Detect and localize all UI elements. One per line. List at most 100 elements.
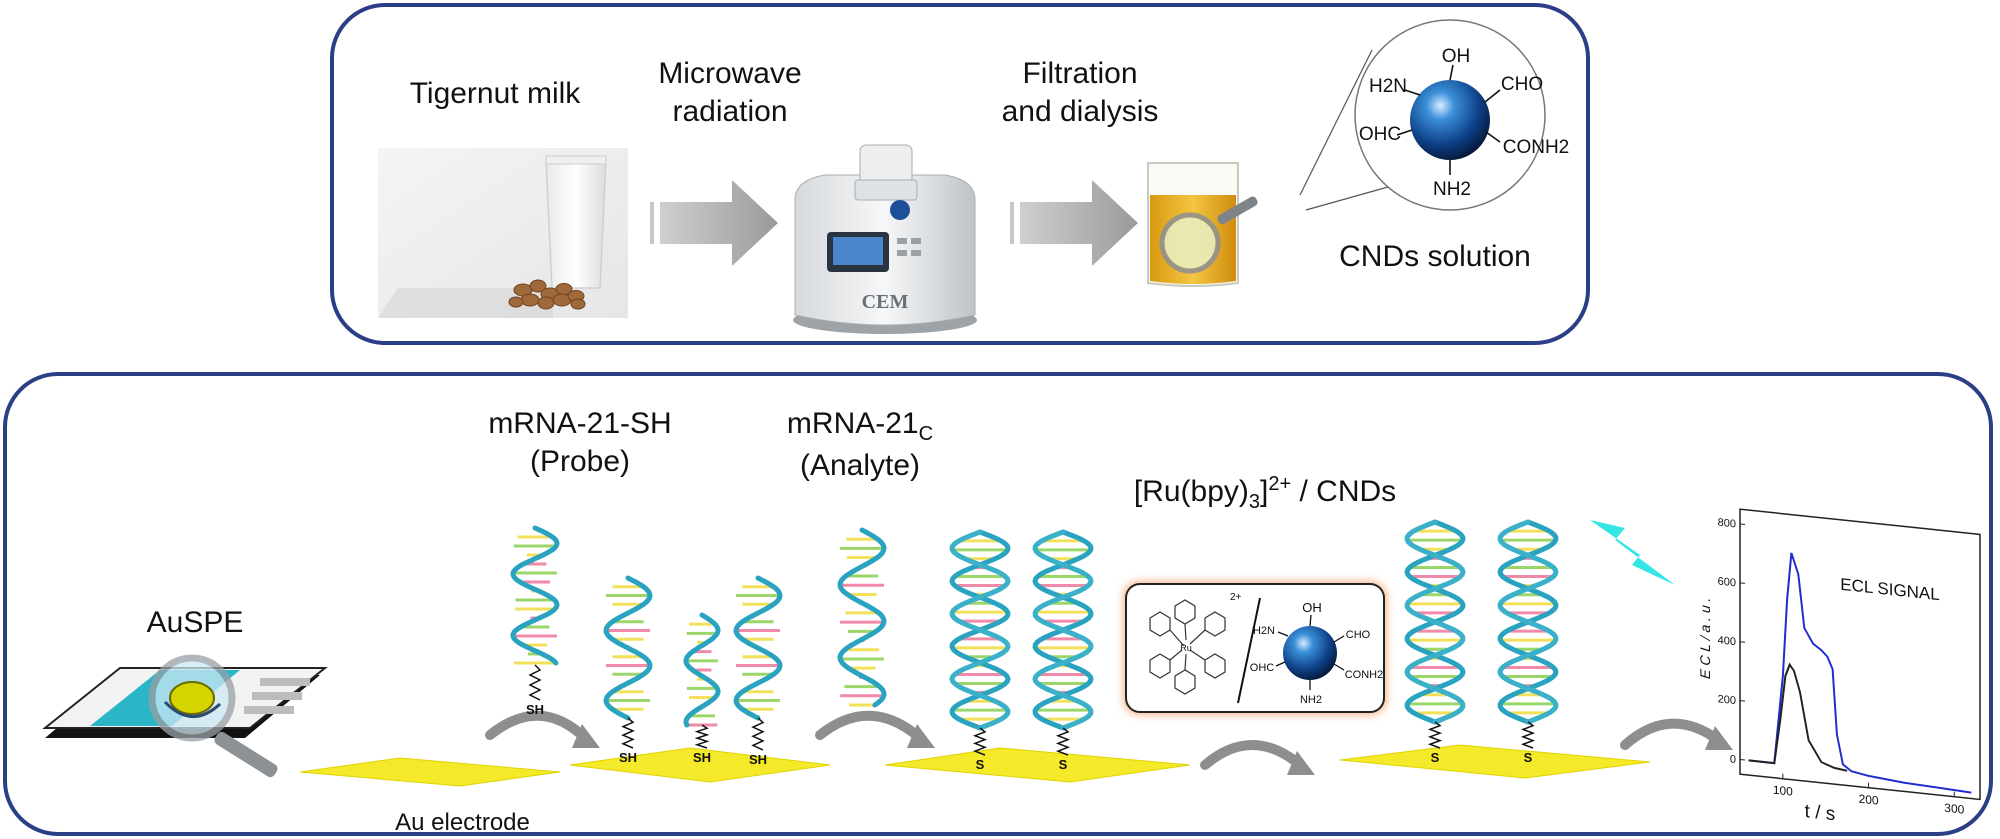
curved-arrows xyxy=(485,710,1723,770)
analyte-label-line1: mRNA-21C xyxy=(750,405,970,447)
complex-group-h2n: H2N xyxy=(1253,625,1275,637)
ecl-series-line-1 xyxy=(1748,552,1972,794)
group-oh: OH xyxy=(1442,46,1471,67)
au-plate-4 xyxy=(1339,744,1651,779)
dna-backbone xyxy=(510,525,560,666)
thiol-label: SH xyxy=(526,702,544,717)
x-tick-label: 200 xyxy=(1859,792,1879,808)
filtration-label-line2: and dialysis xyxy=(1001,94,1159,128)
tigernut-label: Tigernut milk xyxy=(409,77,581,110)
group-nh2: NH2 xyxy=(1433,179,1471,200)
tigernuts xyxy=(508,279,586,310)
dna-backbone xyxy=(733,575,783,721)
thiol-linker xyxy=(751,717,765,751)
duplex-dna-1 xyxy=(949,529,1011,731)
complex-metal: Ru xyxy=(1180,643,1192,653)
y-tick-label: 800 xyxy=(1718,517,1736,531)
complex-group-oh: OH xyxy=(1302,600,1322,615)
sulfur-label: S xyxy=(1524,750,1533,765)
microwave-label-line1: Microwave xyxy=(658,57,802,90)
dna-backbone xyxy=(949,529,1011,731)
y-tick-label: 600 xyxy=(1718,575,1736,589)
group-conh2: CONH2 xyxy=(1503,137,1570,158)
process-arrow-2 xyxy=(1010,180,1138,266)
probe-dna-1 xyxy=(603,575,653,721)
au-plate-2 xyxy=(569,747,831,783)
microwave-label-line2: radiation xyxy=(672,94,788,128)
sulfur-label: S xyxy=(976,757,985,772)
filtration-label-line1: Filtration xyxy=(1022,57,1138,90)
final-linker-2: S xyxy=(1520,721,1536,765)
filtration-label: Filtration and dialysis xyxy=(960,55,1200,130)
y-axis-label: E C L / a . u . xyxy=(1697,597,1713,680)
cnd-structure-top: OH H2N CHO OHC CONH2 NH2 xyxy=(1299,19,1570,211)
group-ohc: OHC xyxy=(1359,124,1401,145)
dna-backbone xyxy=(603,575,653,721)
complex-group-ohc: OHC xyxy=(1250,662,1275,674)
probe-dna-2 xyxy=(683,612,721,728)
thiol-label: SH xyxy=(693,750,711,765)
complex-group-conh2: CONH2 xyxy=(1345,669,1384,681)
x-axis-label: t / s xyxy=(1805,801,1836,825)
complex-charge: 2+ xyxy=(1230,592,1242,603)
thiol-linker xyxy=(1427,721,1443,749)
microwave-reactor: CEM xyxy=(793,144,977,334)
thiol-linker xyxy=(621,717,635,749)
probe-label-line1: mRNA-21-SH xyxy=(488,407,672,440)
dna-backbone xyxy=(1497,519,1559,725)
thiol-linker xyxy=(528,664,542,701)
process-arrow-1 xyxy=(650,180,778,266)
ru-label-sub: 3 xyxy=(1248,491,1260,513)
probe-linker-1: SH xyxy=(619,717,637,765)
analyte-dna xyxy=(837,527,887,708)
ru-label-part2: ] xyxy=(1260,475,1269,508)
y-tick xyxy=(1740,582,1745,584)
y-tick xyxy=(1740,758,1745,761)
microwave-label: Microwave radiation xyxy=(620,55,840,130)
cnds-beaker xyxy=(1147,162,1258,287)
probe-label-line2: (Probe) xyxy=(529,444,631,478)
complex-group-cho: CHO xyxy=(1346,629,1371,641)
complex-group-nh2: NH2 xyxy=(1300,694,1322,706)
au-plate-3 xyxy=(884,747,1191,783)
analyte-label: mRNA-21C (Analyte) xyxy=(750,405,970,485)
curved-arrow-4 xyxy=(1620,718,1723,750)
duplex-linker-1: S xyxy=(972,727,988,772)
final-linker-1: S xyxy=(1427,721,1443,765)
free-probe-dna xyxy=(510,525,560,666)
y-tick xyxy=(1740,700,1745,702)
thiol-label: SH xyxy=(619,750,637,765)
curved-arrow-3 xyxy=(1200,740,1305,770)
sulfur-label: S xyxy=(1431,750,1440,765)
probe-linker-2: SH xyxy=(693,724,711,765)
light-emission-icon xyxy=(1590,520,1675,585)
ru-cnd-complex: Ru 2+ OH H2N CHO OHC CONH2 NH2 xyxy=(1123,581,1387,715)
duplex-linker-2: S xyxy=(1055,727,1071,772)
y-tick-label: 0 xyxy=(1730,753,1736,766)
probe-linker-3: SH xyxy=(749,717,767,767)
au-electrode-label: Au electrode xyxy=(395,809,530,836)
ru-label-part3: / CNDs xyxy=(1291,475,1397,508)
ecl-series-line-2 xyxy=(1748,662,1848,772)
sulfur-label: S xyxy=(1059,757,1068,772)
final-duplex-dna-1 xyxy=(1404,519,1466,725)
y-tick xyxy=(1740,523,1745,525)
cnds-solution-label: CNDs solution xyxy=(1339,240,1531,273)
probe-label: mRNA-21-SH (Probe) xyxy=(460,405,700,480)
thiol-label: SH xyxy=(749,752,767,767)
analyte-label-line2: (Analyte) xyxy=(799,449,921,482)
free-probe-linker: SH xyxy=(526,664,544,717)
probe-dna-3 xyxy=(733,575,783,721)
dna-backbone xyxy=(837,527,887,708)
thiol-linker xyxy=(694,724,710,749)
au-plate-1 xyxy=(299,757,561,787)
group-cho: CHO xyxy=(1501,74,1543,95)
final-duplex-dna-2 xyxy=(1497,519,1559,725)
dna-backbone xyxy=(1032,529,1094,731)
analyte-subscript: C xyxy=(918,423,934,445)
curved-arrow-2 xyxy=(815,710,925,743)
analyte-name: mRNA-21 xyxy=(786,407,919,440)
